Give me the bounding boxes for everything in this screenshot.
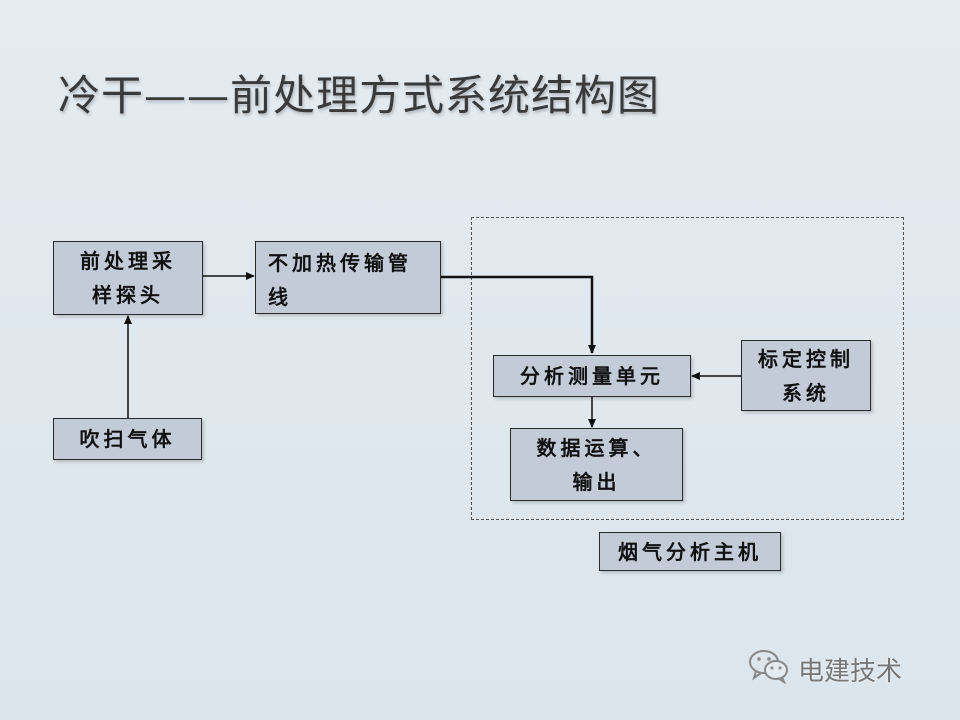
node-compute-label: 数据运算、 输出 [536, 435, 657, 494]
node-calibration-label: 标定控制 系统 [758, 346, 854, 405]
node-probe: 前处理采 样探头 [53, 241, 203, 315]
node-host-label: 烟气分析主机 [599, 532, 781, 571]
analyzer-host-boundary [471, 217, 904, 520]
arrow-pipe-to-measure [441, 275, 596, 354]
watermark-text: 电建技术 [798, 657, 903, 687]
page-title: 冷干——前处理方式系统结构图 [58, 71, 661, 120]
node-measure-label: 分析测量单元 [520, 364, 664, 388]
node-purge: 吹扫气体 [53, 418, 202, 460]
node-pipe: 不加热传输管 线 [255, 241, 441, 314]
node-purge-label: 吹扫气体 [79, 427, 176, 451]
watermark: 电建技术 [748, 648, 902, 691]
node-host-label-text: 烟气分析主机 [618, 539, 762, 564]
node-probe-label: 前处理采 样探头 [80, 249, 176, 307]
wechat-icon [748, 648, 790, 691]
node-measure: 分析测量单元 [493, 355, 691, 397]
node-pipe-label: 不加热传输管 线 [268, 251, 412, 309]
node-calibration: 标定控制 系统 [741, 340, 871, 411]
node-compute: 数据运算、 输出 [510, 428, 683, 501]
